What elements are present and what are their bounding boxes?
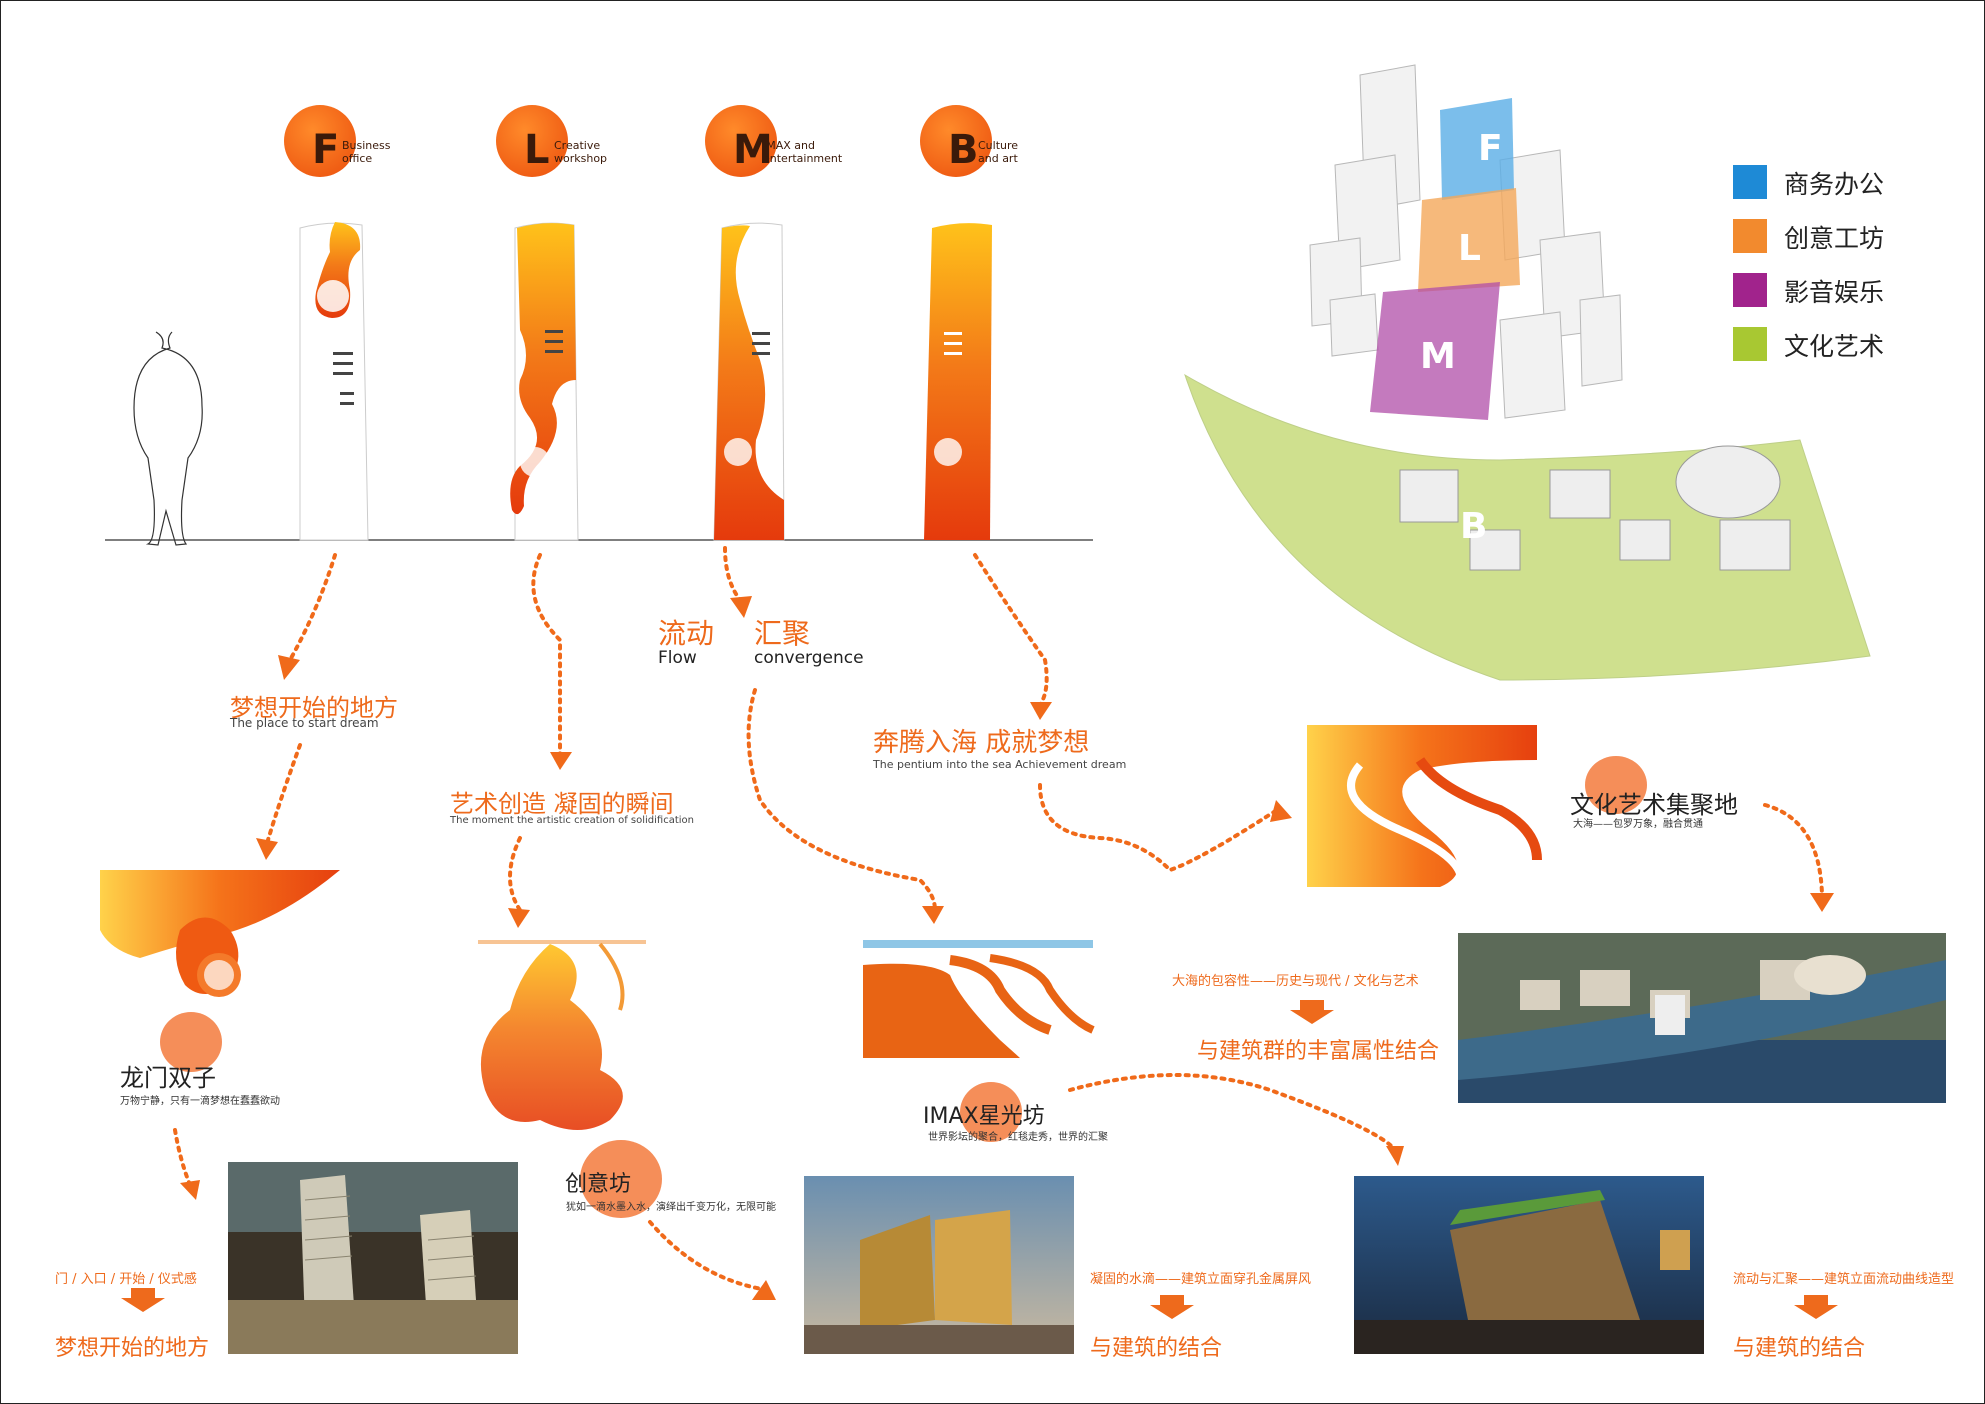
category-letter: F [312,127,340,173]
sea-tolerance-result: 与建筑群的丰富属性结合 [1197,1039,1440,1064]
map-label-l: L [1458,228,1481,269]
totem-l [510,222,579,541]
sea-title: 奔腾入海 成就梦想 [873,728,1090,758]
map-label-m: M [1420,336,1456,377]
sea-subtitle: The pentium into the sea Achievement dre… [873,758,1127,771]
down-arrows [121,1000,1838,1319]
ink-water-image [478,940,646,1130]
totem-m [713,222,785,541]
longmen-subtitle: 万物宁静，只有一滴梦想在蠢蠢欲动 [120,1096,280,1107]
category-letter: L [524,127,550,173]
flowing-text: 流动与汇聚——建筑立面流动曲线造型 [1733,1272,1955,1287]
site-map [1184,64,1871,681]
totem-b [924,223,992,541]
zone-f [1440,98,1514,200]
zone-l [1418,188,1520,292]
longmen-title: 龙门双子 [120,1064,216,1092]
door-result: 梦想开始的地方 [55,1336,210,1361]
legend-label: 商务办公 [1784,170,1885,199]
legend-swatch-orange [1733,219,1767,253]
totem-f [299,222,369,541]
art-subtitle: The moment the artistic creation of soli… [450,815,694,826]
flame-image-1 [100,870,340,997]
legend-label: 影音娱乐 [1784,278,1885,307]
human-silhouette [133,331,203,546]
photo-night-building [1354,1176,1704,1354]
map-label-b: B [1460,506,1488,547]
door-text: 门 / 入口 / 开始 / 仪式感 [55,1272,197,1287]
flow-title: 流动 [658,617,715,650]
flowing-result: 与建筑的结合 [1733,1336,1866,1361]
dream-title: 梦想开始的地方 [230,694,398,722]
chuangyi-subtitle: 犹如一滴水墨入水，演绎出千变万化，无限可能 [566,1202,776,1213]
imax-blob [960,1082,1022,1142]
culture-hub-blob [1585,756,1647,814]
legend-swatch-purple [1733,273,1767,307]
ink-text: 凝固的水滴——建筑立面穿孔金属屏风 [1090,1272,1312,1287]
zone-b-area [1184,373,1871,681]
category-letter: B [948,127,979,173]
map-label-f: F [1478,128,1503,169]
art-title: 艺术创造 凝固的瞬间 [450,790,674,818]
culture-hub-title: 文化艺术集聚地 [1570,791,1738,819]
dream-subtitle: The place to start dream [230,716,379,730]
photo-gold-building [804,1176,1074,1354]
chuangyi-blob [580,1140,662,1218]
ink-result: 与建筑的结合 [1090,1336,1223,1361]
sea-tolerance-text: 大海的包容性——历史与现代 / 文化与艺术 [1172,974,1419,989]
culture-hub-subtitle: 大海——包罗万象，融合贯通 [1573,819,1703,830]
flow-subtitle: Flow [658,648,697,668]
zone-m [1370,282,1500,420]
legend-label: 文化艺术 [1784,332,1885,361]
legend-swatch-green [1733,327,1767,361]
convergence-subtitle: convergence [754,648,864,668]
convergence-title: 汇聚 [754,617,811,650]
category-letter: M [733,127,773,173]
legend-swatch-blue [1733,165,1767,199]
imax-subtitle: 世界影坛的聚合，红毯走秀，世界的汇聚 [928,1132,1108,1143]
dotted-arrows [173,546,1824,1292]
chuangyi-title: 创意坊 [565,1172,632,1197]
river-image-1 [863,940,1095,1058]
longmen-blob [160,1012,222,1072]
river-image-2 [1307,725,1542,889]
arrow-heads [180,596,1834,1300]
imax-title: IMAX星光坊 [923,1104,1045,1129]
photo-model-towers [228,1162,518,1354]
legend-label: 创意工坊 [1784,224,1885,253]
photo-waterfront [1458,933,1946,1103]
